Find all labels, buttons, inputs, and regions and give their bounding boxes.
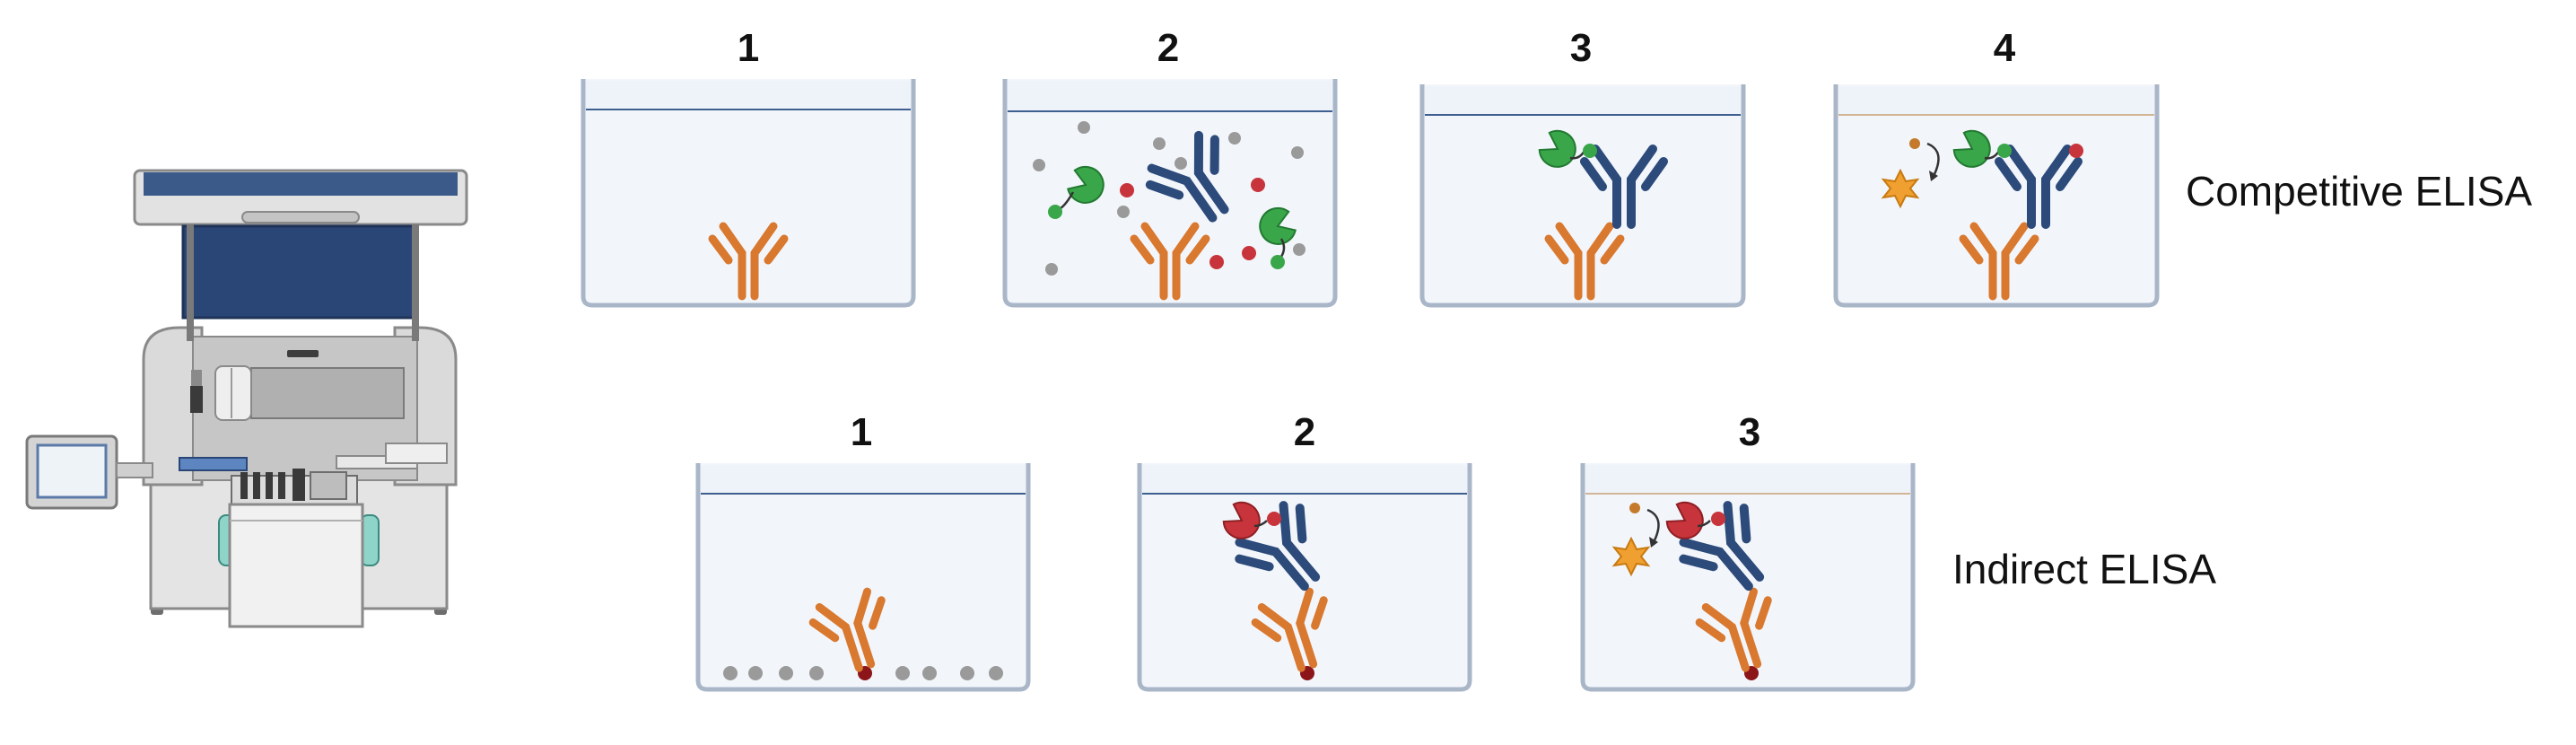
indirect-step-3-label: 3: [1739, 410, 1760, 454]
enzyme-conjugate-icon: [1662, 496, 1711, 547]
competitive-step-4-label: 4: [1994, 26, 2016, 70]
competitive-well-1: [581, 79, 916, 308]
antigen-icon: [2069, 144, 2083, 158]
blocking-bead-icon: [1033, 121, 1305, 276]
antigen-icon: [1711, 512, 1725, 526]
antigen-icon: [1120, 178, 1265, 269]
competitive-well-3: [1419, 84, 1746, 308]
elisa-analyzer-icon: [25, 169, 468, 628]
indirect-step-1-label: 1: [851, 410, 872, 454]
indirect-well-2: [1137, 463, 1472, 692]
enzyme-conjugate-icon: [1949, 125, 2012, 175]
indirect-well-1: [695, 463, 1031, 692]
competitive-step-1-label: 1: [738, 26, 759, 70]
enzyme-conjugate-icon: [1218, 496, 1268, 547]
indirect-elisa-title: Indirect ELISA: [1952, 546, 2216, 592]
competitive-step-2-label: 2: [1157, 26, 1179, 70]
substrate-signal-icon: [1613, 503, 1660, 575]
substrate-signal-icon: [1882, 138, 1940, 207]
indirect-well-3: [1580, 463, 1916, 692]
enzyme-conjugate-icon: [1534, 125, 1597, 175]
blocking-bead-icon: [723, 666, 1003, 680]
competitive-step-3-label: 3: [1570, 26, 1592, 70]
antigen-icon: [1267, 512, 1281, 526]
competitive-elisa-title: Competitive ELISA: [2186, 168, 2532, 215]
indirect-step-2-label: 2: [1294, 410, 1315, 454]
enzyme-conjugate-icon: [1048, 162, 1299, 269]
